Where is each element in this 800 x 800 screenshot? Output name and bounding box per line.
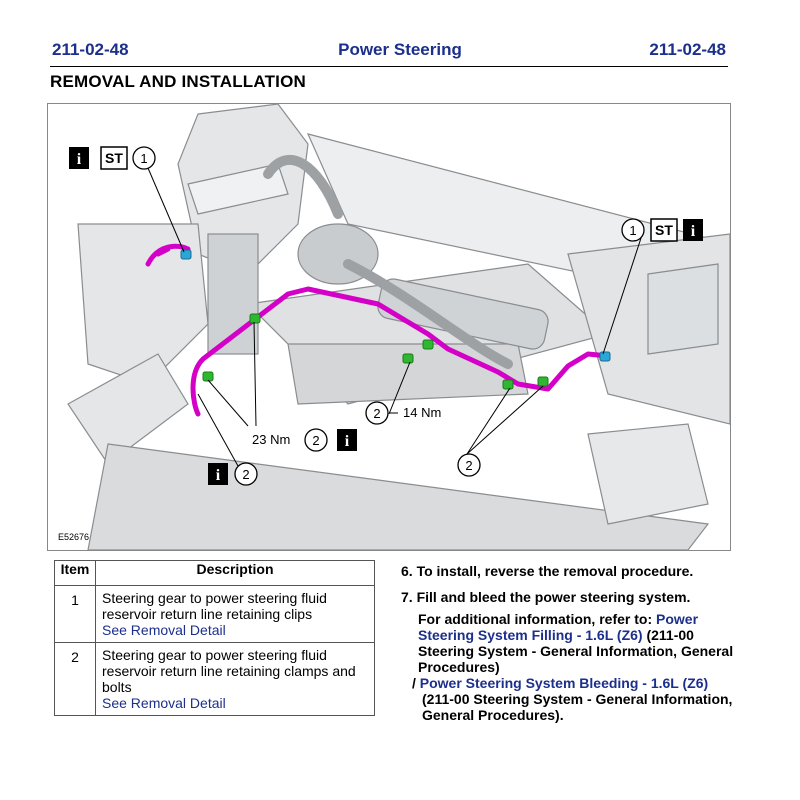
- torque-label-14: 14 Nm: [403, 405, 441, 420]
- info-prefix: For additional information, refer to:: [418, 611, 653, 627]
- table-row: 2 Steering gear to power steering fluid …: [54, 642, 375, 716]
- column-header-item: Item: [54, 560, 96, 586]
- svg-text:i: i: [77, 151, 82, 168]
- filling-reference: (211-00 Steering System - General Inform…: [418, 627, 734, 675]
- table-row: 1 Steering gear to power steering fluid …: [54, 585, 375, 643]
- callout-1-right: 1: [621, 218, 645, 242]
- description-text: Steering gear to power steering fluid re…: [102, 647, 356, 695]
- callout-2-torque23: 2: [304, 428, 328, 452]
- svg-text:2: 2: [373, 406, 380, 421]
- page-header-right-code: 211-02-48: [649, 40, 726, 59]
- table-header-row: Item Description: [54, 560, 375, 586]
- info-icon-top-right: i: [683, 219, 703, 241]
- svg-text:2: 2: [312, 433, 319, 448]
- see-removal-detail-link[interactable]: See Removal Detail: [102, 695, 226, 711]
- figure-id: E52676: [58, 532, 89, 542]
- special-tool-icon-right: ST: [650, 218, 678, 242]
- installation-steps: 6. To install, reverse the removal proce…: [401, 563, 741, 615]
- torque-label-23: 23 Nm: [252, 432, 290, 447]
- page-header-title: Power Steering: [338, 40, 462, 59]
- info-icon-top-left: i: [69, 147, 89, 169]
- callout-2-mid: 2: [457, 453, 481, 477]
- page-header-left-code: 211-02-48: [52, 40, 129, 59]
- callout-1-left: 1: [132, 146, 156, 170]
- step-6: 6. To install, reverse the removal proce…: [401, 563, 694, 579]
- info-icon-bottom-left: i: [208, 463, 228, 485]
- power-steering-filling-link[interactable]: Power Steering System Filling - 1.6L (Z6…: [418, 611, 699, 643]
- hoses: [263, 154, 513, 369]
- retaining-clamps: [180, 249, 611, 362]
- svg-text:2: 2: [242, 467, 249, 482]
- info-icon-torque23: i: [337, 429, 357, 451]
- special-tool-icon-left: ST: [100, 146, 128, 170]
- item-description-table: Item Description 1 Steering gear to powe…: [54, 560, 375, 716]
- svg-text:i: i: [216, 467, 221, 484]
- return-line: [145, 243, 611, 417]
- svg-text:i: i: [691, 223, 696, 240]
- svg-text:ST: ST: [655, 222, 673, 238]
- bleeding-reference: (211-00 Steering System - General Inform…: [422, 691, 733, 723]
- retaining-clips: [202, 313, 549, 390]
- header-rule: [50, 66, 728, 67]
- item-number: 2: [54, 642, 96, 716]
- svg-text:2: 2: [465, 458, 472, 473]
- svg-text:1: 1: [140, 151, 147, 166]
- svg-text:1: 1: [629, 223, 636, 238]
- power-steering-bleeding-link[interactable]: Power Steering System Bleeding - 1.6L (Z…: [419, 675, 709, 691]
- front-subframe-drawing: [67, 104, 730, 550]
- svg-text:ST: ST: [105, 150, 123, 166]
- info-block: For additional information, refer to: Po…: [418, 611, 738, 675]
- see-removal-detail-link[interactable]: See Removal Detail: [102, 622, 226, 638]
- description-text: Steering gear to power steering fluid re…: [102, 590, 327, 622]
- illustration-figure: 1 1 2 2 2 2 14 Nm 23 Nm i: [47, 103, 731, 551]
- step-7: 7. Fill and bleed the power steering sys…: [401, 589, 691, 605]
- callout-2-left: 2: [234, 462, 258, 486]
- procedure-heading: REMOVAL AND INSTALLATION: [50, 72, 307, 91]
- vehicle-subframe-illustration: 1 1 2 2 2 2 14 Nm 23 Nm i: [58, 104, 730, 550]
- separator: /: [412, 675, 416, 691]
- item-number: 1: [54, 585, 96, 643]
- info-block-2: / Power Steering System Bleeding - 1.6L …: [412, 675, 738, 723]
- callout-2-torque14: 2: [365, 401, 389, 425]
- item-description: Steering gear to power steering fluid re…: [95, 585, 375, 643]
- leader-lines: [147, 167, 644, 467]
- additional-info: For additional information, refer to: Po…: [412, 611, 738, 723]
- item-description: Steering gear to power steering fluid re…: [95, 642, 375, 716]
- column-header-description: Description: [95, 560, 375, 586]
- svg-text:i: i: [345, 433, 350, 450]
